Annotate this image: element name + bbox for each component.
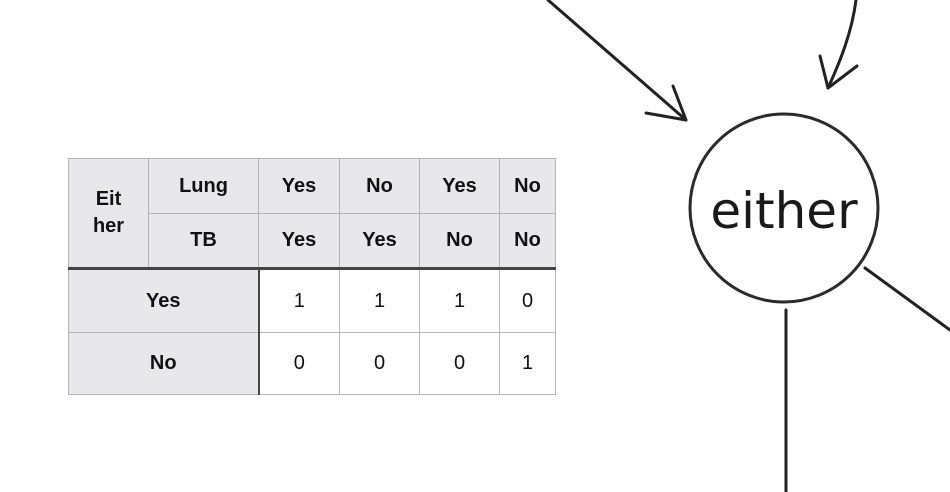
either-node	[688, 112, 880, 304]
parent-value-tb-2: Yes	[339, 213, 420, 269]
row-label-yes: Yes	[68, 267, 259, 333]
table-row: No 0 0 0 1	[68, 332, 556, 395]
parent-header-lung: Lung	[148, 158, 259, 214]
cell-value: 0	[419, 332, 500, 395]
edge-from-tb	[826, 0, 858, 90]
parent-value-lung-3: Yes	[419, 158, 500, 214]
edge-to-right	[863, 266, 950, 332]
cell-value: 1	[257, 267, 340, 333]
arrowhead-icon	[818, 54, 859, 90]
variable-header-line2: her	[92, 215, 125, 237]
edge-from-lung	[546, 0, 688, 122]
parent-value-tb-3: No	[419, 213, 500, 269]
table-row: Yes 1 1 1 0	[68, 267, 556, 333]
cell-value: 1	[419, 267, 500, 333]
cell-value: 0	[339, 332, 420, 395]
cell-value: 1	[339, 267, 420, 333]
parent-value-tb-4: No	[499, 213, 556, 269]
variable-header-line1: Eit	[95, 188, 122, 210]
parent-value-tb-1: Yes	[258, 213, 340, 269]
variable-header: Eit her	[68, 158, 149, 269]
parent-value-lung-1: Yes	[258, 158, 340, 214]
conditional-probability-table: Eit her Lung Yes No Yes No TB Yes Yes No…	[68, 158, 556, 395]
row-label-no: No	[68, 332, 259, 395]
parent-value-lung-2: No	[339, 158, 420, 214]
arrowhead-icon	[644, 84, 688, 122]
cell-value: 0	[499, 267, 556, 333]
parent-header-tb: TB	[148, 213, 259, 269]
cell-value: 1	[499, 332, 556, 395]
cell-value: 0	[257, 332, 340, 395]
node-label: either	[710, 182, 858, 240]
